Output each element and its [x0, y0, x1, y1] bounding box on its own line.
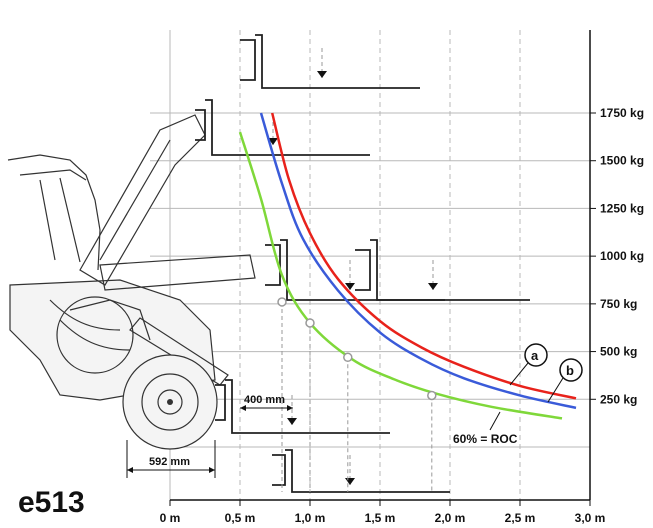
model-label: e513 — [18, 486, 85, 519]
load-curve-b — [259, 112, 577, 410]
y-tick-label: 250 kg — [600, 392, 637, 406]
load-centre-arrow — [345, 283, 355, 290]
roc-points — [277, 297, 437, 492]
fork-positions — [195, 34, 530, 493]
load-centre-arrow — [268, 138, 278, 145]
roc-point — [427, 390, 437, 401]
y-tick-label: 750 kg — [600, 297, 637, 311]
y-tick-label: 1250 kg — [600, 201, 644, 215]
y-axis-ticks: 250 kg 500 kg 750 kg 1000 kg 1250 kg 1500 kg 1… — [590, 106, 644, 406]
curve-tag-b: b — [547, 358, 583, 403]
fork-offset-label: 400 mm — [244, 394, 285, 406]
x-tick-label: 0 m — [160, 511, 181, 525]
load-centre-markers — [268, 48, 438, 485]
telehandler-illustration — [7, 114, 256, 450]
load-curve-a — [270, 112, 577, 400]
x-tick-label: 3,0 m — [575, 511, 606, 525]
load-centre-arrow — [317, 71, 327, 78]
x-axis-ticks: 0 m 0,5 m 1,0 m 1,5 m 2,0 m 2,5 m 3,0 m — [160, 500, 606, 525]
y-tick-label: 500 kg — [600, 345, 637, 359]
wheel-offset-label: 592 mm — [149, 456, 190, 468]
y-tick-label: 1000 kg — [600, 249, 644, 263]
load-centre-arrow — [428, 283, 438, 290]
x-tick-label: 2,5 m — [505, 511, 536, 525]
x-tick-label: 2,0 m — [435, 511, 466, 525]
roc-label: 60% = ROC — [453, 432, 518, 446]
curve-tag-b-text: b — [566, 363, 574, 378]
x-tick-label: 1,5 m — [365, 511, 396, 525]
x-tick-label: 1,0 m — [295, 511, 326, 525]
roc-point — [343, 352, 353, 363]
curve-tag-a: a — [509, 343, 548, 386]
y-tick-label: 1750 kg — [600, 106, 644, 120]
roc-point — [305, 318, 315, 328]
load-centre-arrow — [345, 478, 355, 485]
roc-point — [277, 297, 287, 307]
curve-tag-a-text: a — [531, 348, 539, 363]
load-centre-arrow — [287, 418, 297, 425]
x-tick-label: 0,5 m — [225, 511, 256, 525]
y-tick-label: 1500 kg — [600, 154, 644, 168]
dimension-annotations: 400 mm 592 mm — [126, 394, 293, 478]
load-curves — [238, 112, 577, 420]
